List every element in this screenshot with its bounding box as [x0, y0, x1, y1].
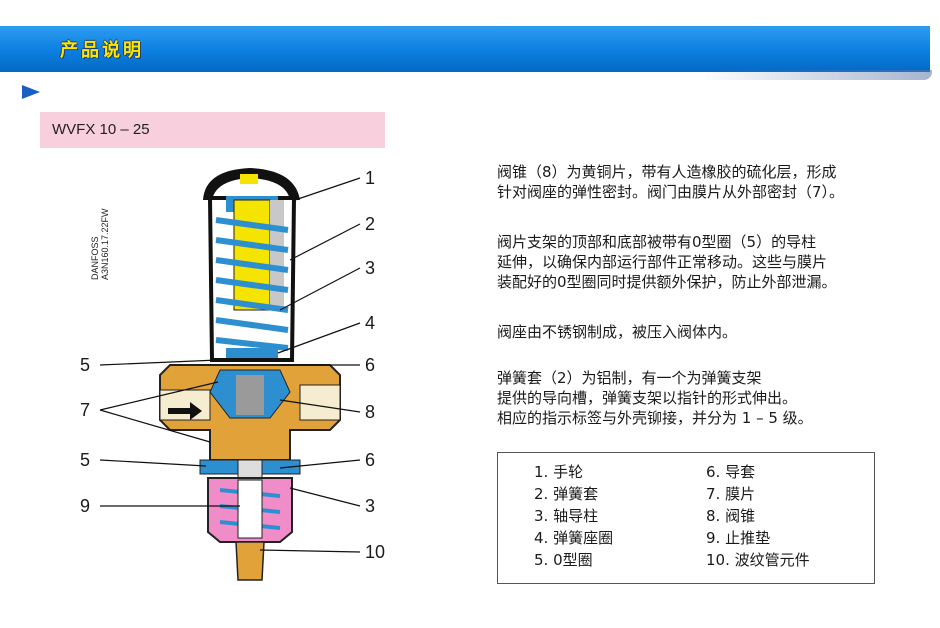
desc-line: 弹簧套（2）为铝制，有一个为弹簧支架	[497, 369, 762, 387]
legend-column-left: 1. 手轮 2. 弹簧套 3. 轴导柱 4. 弹簧座圈 5. 0型圈	[534, 461, 613, 571]
callout-2: 2	[365, 214, 375, 234]
handwheel-indicator	[240, 174, 258, 184]
callout-3: 3	[365, 258, 375, 278]
model-label: WVFX 10 – 25	[52, 121, 150, 138]
legend-item: 3. 轴导柱	[534, 507, 599, 525]
handwheel-cap	[203, 168, 300, 200]
valve-cross-section-diagram: DANFOSS A3N160.17.22FW	[40, 160, 400, 600]
callout-5-upper: 5	[80, 355, 90, 375]
desc-line: 针对阀座的弹性密封。阀门由膜片从外部密封（7）。	[497, 183, 845, 201]
callout-10: 10	[365, 542, 385, 562]
side-code-2: A3N160.17.22FW	[100, 208, 110, 280]
desc-line: 阀锥（8）为黄铜片，带有人造橡胶的硫化层，形成	[497, 163, 837, 181]
inlet-port	[159, 389, 211, 421]
legend-item: 1. 手轮	[534, 463, 584, 481]
bottom-fitting	[235, 541, 265, 581]
page-title: 产品说明	[60, 40, 144, 61]
description-paragraph-3: 阀座由不锈钢制成，被压入阀体内。	[497, 322, 937, 342]
legend-column-right: 6. 导套 7. 膜片 8. 阀锥 9. 止推垫 10. 波纹管元件	[706, 461, 810, 571]
thread	[270, 200, 284, 310]
legend-item: 10. 波纹管元件	[706, 551, 810, 569]
outlet-port	[299, 384, 341, 421]
stem	[233, 199, 271, 311]
callout-6-upper: 6	[365, 355, 375, 375]
callout-1: 1	[365, 168, 375, 188]
header-shadow	[700, 70, 932, 80]
description-paragraph-4: 弹簧套（2）为铝制，有一个为弹簧支架 提供的导向槽，弹簧支架以指针的形式伸出。 …	[497, 368, 937, 428]
callout-5-lower: 5	[80, 450, 90, 470]
legend-item: 2. 弹簧套	[534, 485, 599, 503]
spring-seat-ring	[226, 348, 278, 358]
callout-8: 8	[365, 402, 375, 422]
desc-line: 相应的指示标签与外壳铆接，并分为 1 – 5 级。	[497, 409, 813, 427]
flow-arrow-icon	[168, 402, 202, 420]
model-label-box: WVFX 10 – 25	[40, 112, 385, 148]
valve-diagram-svg: DANFOSS A3N160.17.22FW	[80, 168, 385, 581]
legend-item: 5. 0型圈	[534, 551, 593, 569]
desc-line: 提供的导向槽，弹簧支架以指针的形式伸出。	[497, 389, 798, 407]
bellows-stem	[237, 479, 263, 539]
desc-line: 延伸，以确保内部运行部件正常移动。这些与膜片	[497, 253, 828, 271]
side-code-1: DANFOSS	[90, 236, 100, 280]
desc-line: 阀座由不锈钢制成，被压入阀体内。	[497, 323, 738, 341]
callout-7: 7	[80, 400, 90, 420]
legend-item: 7. 膜片	[706, 485, 756, 503]
header-bar	[0, 26, 930, 72]
spring-coils	[215, 217, 289, 351]
description-paragraph-2: 阀片支架的顶部和底部被带有0型圈（5）的导柱 延伸，以确保内部运行部件正常移动。…	[497, 232, 937, 292]
callout-6-lower: 6	[365, 450, 375, 470]
callout-4: 4	[365, 313, 375, 333]
parts-legend: 1. 手轮 2. 弹簧套 3. 轴导柱 4. 弹簧座圈 5. 0型圈 6. 导套…	[497, 452, 875, 584]
guide-sleeve	[236, 375, 264, 415]
legend-item: 6. 导套	[706, 463, 756, 481]
legend-item: 8. 阀锥	[706, 507, 756, 525]
description-paragraph-1: 阀锥（8）为黄铜片，带有人造橡胶的硫化层，形成 针对阀座的弹性密封。阀门由膜片从…	[497, 162, 937, 202]
callout-3-lower: 3	[365, 496, 375, 516]
leader-lines-right	[259, 177, 361, 553]
header-arrow-icon	[22, 85, 40, 99]
desc-line: 阀片支架的顶部和底部被带有0型圈（5）的导柱	[497, 233, 817, 251]
callout-9: 9	[80, 496, 90, 516]
desc-line: 装配好的0型圈同时提供额外保护，防止外部泄漏。	[497, 273, 837, 291]
legend-item: 9. 止推垫	[706, 529, 771, 547]
leader-lines-left	[99, 359, 240, 507]
legend-item: 4. 弹簧座圈	[534, 529, 614, 547]
